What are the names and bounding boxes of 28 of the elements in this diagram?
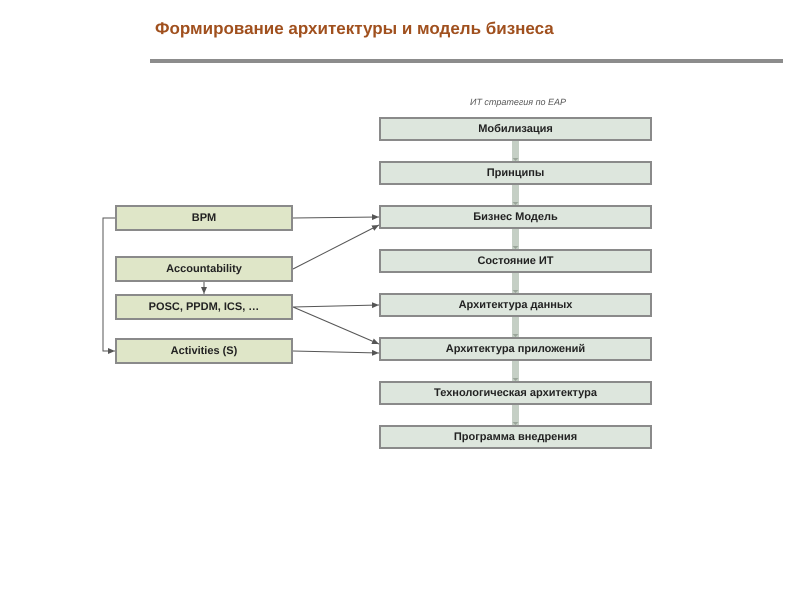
- process-box: Архитектура приложений: [379, 337, 652, 361]
- heading-note: ИТ стратегия по EAP: [470, 96, 566, 109]
- block-arrow: [512, 273, 519, 293]
- arrow: [201, 282, 207, 294]
- block-arrow: [512, 361, 519, 381]
- process-box: BPM: [115, 205, 293, 231]
- arrow: [292, 214, 380, 220]
- process-box: Activities (S): [115, 338, 293, 364]
- process-box: Программа внедрения: [379, 425, 652, 449]
- process-box: Бизнес Модель: [379, 205, 652, 229]
- process-box: Accountability: [115, 256, 293, 282]
- title: Формирование архитектуры и модель бизнеса: [155, 18, 554, 40]
- arrow: [102, 218, 116, 354]
- process-box: Архитектура данных: [379, 293, 652, 317]
- block-arrow: [512, 229, 519, 249]
- arrow: [292, 306, 380, 344]
- arrow: [292, 302, 380, 308]
- arrow: [292, 350, 380, 356]
- block-arrow: [512, 317, 519, 337]
- arrow: [292, 224, 380, 270]
- process-box: Состояние ИТ: [379, 249, 652, 273]
- process-box: Мобилизация: [379, 117, 652, 141]
- process-box: POSC, PPDM, ICS, …: [115, 294, 293, 320]
- block-arrow: [512, 141, 519, 161]
- block-arrow: [512, 405, 519, 425]
- process-box: Технологическая архитектура: [379, 381, 652, 405]
- block-arrow: [512, 185, 519, 205]
- process-box: Принципы: [379, 161, 652, 185]
